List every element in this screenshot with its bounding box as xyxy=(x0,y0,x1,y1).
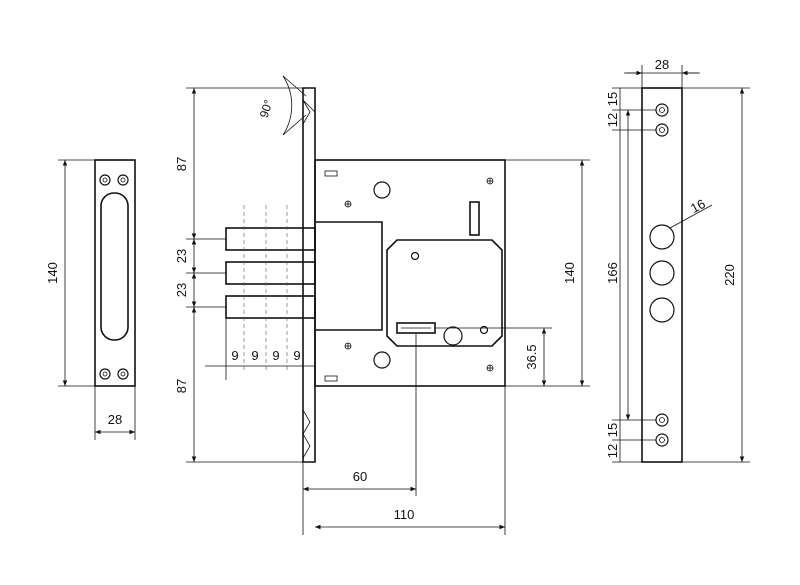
bolt-gap-1-label: 23 xyxy=(174,249,189,263)
strike-plate-slot xyxy=(100,192,129,341)
faceplate-view: 16 28 12 15 166 15 12 220 xyxy=(605,57,750,463)
lock-case-outline xyxy=(314,159,506,387)
case-hole-bottom xyxy=(373,351,391,369)
bolt-gap-2-label: 23 xyxy=(174,283,189,297)
case-length-label: 110 xyxy=(394,507,415,522)
deadbolt-3 xyxy=(225,295,316,319)
faceplate-bolt-holes xyxy=(649,224,675,323)
bolt-width-2-label: 9 xyxy=(251,348,258,363)
key-cylinder-hole xyxy=(443,326,463,346)
bolt-carrier xyxy=(315,221,383,331)
strike-plate-width-label: 28 xyxy=(108,412,122,427)
deadbolts xyxy=(225,205,316,370)
faceplate-top-dim-1: 12 xyxy=(605,113,620,127)
case-slot-bottom xyxy=(324,375,338,382)
bolt-width-4-label: 9 xyxy=(293,348,300,363)
strike-plate-screw-icons xyxy=(99,174,129,380)
faceplate-inner-height-label: 166 xyxy=(605,262,620,284)
faceplate-edge xyxy=(302,87,316,463)
faceplate-bevel-marks xyxy=(302,99,316,459)
deadbolt-1 xyxy=(225,227,316,251)
strike-plate-view: 140 28 xyxy=(45,159,136,440)
faceplate-width-label: 28 xyxy=(655,57,669,72)
strike-plate-height-label: 140 xyxy=(45,262,60,284)
case-slot-top xyxy=(324,170,338,177)
backset-label: 60 xyxy=(353,469,367,484)
rotation-arc xyxy=(282,75,293,136)
case-rivet-icons xyxy=(344,177,494,372)
faceplate-bottom-dim-1: 15 xyxy=(605,423,620,437)
key-mechanism-plate xyxy=(386,239,503,347)
rotation-angle-label: 90° xyxy=(257,98,276,120)
top-offset-label: 87 xyxy=(174,157,189,171)
case-height-label: 140 xyxy=(562,262,577,284)
strike-plate-outline xyxy=(94,159,136,387)
faceplate-outline xyxy=(641,87,683,463)
bottom-offset-label: 87 xyxy=(174,379,189,393)
bolt-width-3-label: 9 xyxy=(272,348,279,363)
lock-body-view: 90° 87 23 23 87 9 9 9 9 140 36.5 xyxy=(174,75,590,535)
case-hole-top xyxy=(373,181,391,199)
faceplate-bottom-dim-2: 12 xyxy=(605,444,620,458)
case-latch-slot xyxy=(469,201,480,236)
faceplate-total-height-label: 220 xyxy=(722,264,737,286)
bolt-hole-diameter-label: 16 xyxy=(688,196,708,216)
faceplate-top-dim-2: 15 xyxy=(605,92,620,106)
deadbolt-2 xyxy=(225,261,316,285)
key-offset-label: 36.5 xyxy=(524,344,539,369)
bolt-width-1-label: 9 xyxy=(231,348,238,363)
faceplate-screw-icons xyxy=(655,103,669,447)
